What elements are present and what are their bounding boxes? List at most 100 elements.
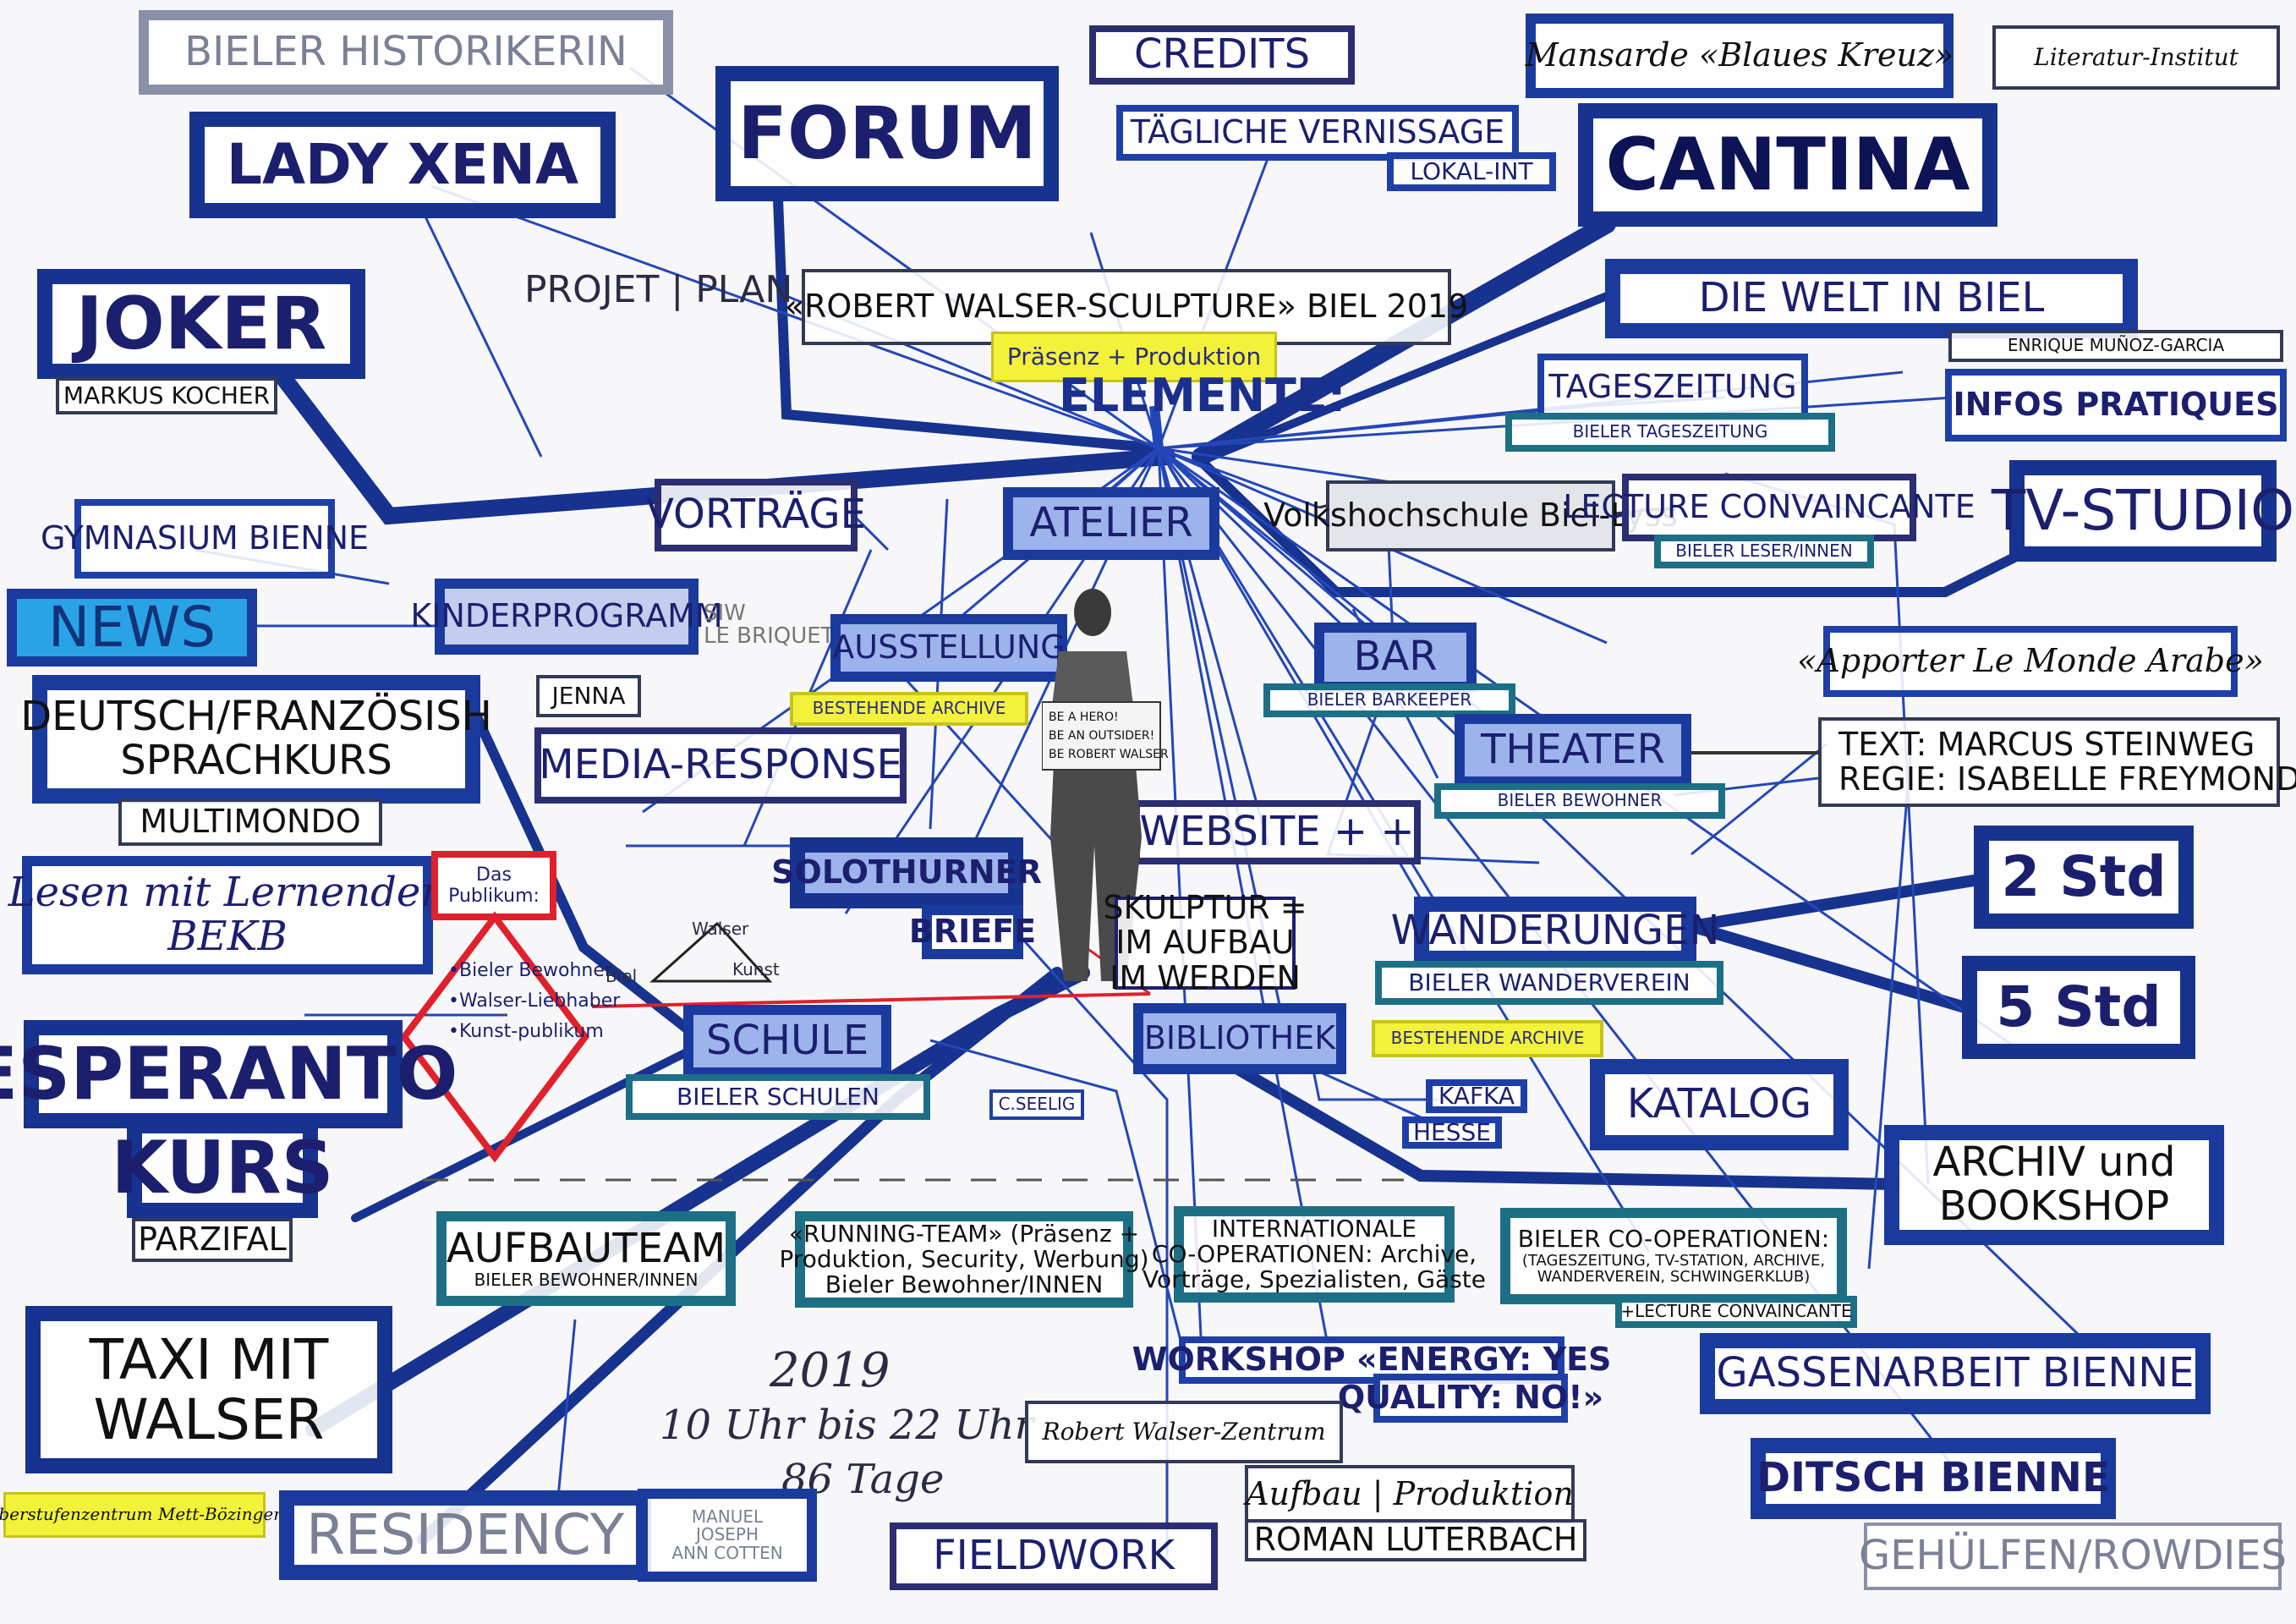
label-triangle-biel: Biel: [606, 968, 637, 985]
node-label: THEATER: [1481, 726, 1665, 774]
label-triangle-walser: Walser: [692, 920, 748, 938]
node-label: AUFBAUTEAM: [446, 1225, 726, 1273]
node-lecture-convaincante-2: +LECTURE CONVAINCANTE: [1615, 1296, 1857, 1328]
label-year: 2019: [770, 1343, 890, 1398]
node-cantina: CANTINA: [1578, 103, 1997, 227]
node-solothurner: SOLOTHURNER: [771, 837, 1042, 908]
node-label: TAXI MIT: [89, 1326, 329, 1392]
node-label: «RUNNING-TEAM» (Präsenz +: [788, 1219, 1140, 1248]
node-label: WANDERVEREIN, SCHWINGERKLUB): [1537, 1268, 1811, 1287]
node-label: MULTIMONDO: [140, 803, 361, 841]
label-text: 10 Uhr bis 22 Uhr: [660, 1402, 1034, 1449]
node-quality: QUALITY: NO!»: [1338, 1374, 1603, 1423]
node-theater: THEATER: [1455, 714, 1691, 787]
node-label: KAFKA: [1438, 1081, 1515, 1110]
node-label: LECTURE CONVAINCANTE: [1563, 488, 1975, 526]
node-wanderungen: WANDERUNGEN: [1391, 897, 1719, 966]
node-label: RESIDENCY: [305, 1502, 625, 1568]
label-text: PROJET | PLAN: [524, 268, 793, 311]
node-bieler-schulen: BIELER SCHULEN: [626, 1074, 930, 1120]
node-label: BIELER TAGESZEITUNG: [1572, 421, 1768, 442]
node-label: BEKB: [167, 913, 288, 960]
node-news: NEWS: [7, 589, 257, 667]
node-label: WEBSITE + +: [1139, 808, 1415, 856]
node-tageszeitung: TAGESZEITUNG: [1537, 354, 1808, 421]
node-label: BIELER WANDERVEREIN: [1408, 968, 1690, 996]
node-jenna: JENNA: [536, 675, 641, 717]
node-label: LOKAL-INT: [1410, 156, 1533, 185]
node-label: GASSENARBEIT BIENNE: [1716, 1349, 2195, 1397]
node-label: Vorträge, Spezialisten, Gäste: [1142, 1265, 1487, 1294]
node-label: TEXT: MARCUS STEINWEG: [1838, 725, 2255, 763]
node-label: INFOS PRATIQUES: [1953, 386, 2279, 424]
node-atelier: ATELIER: [1003, 487, 1219, 560]
node-bieler-barkeeper: BIELER BARKEEPER: [1263, 683, 1515, 717]
node-label: JENNA: [551, 681, 626, 710]
node-literatur-institut: Literatur-Institut: [1992, 25, 2280, 90]
node-label: BOOKSHOP: [1938, 1182, 2170, 1230]
node-label: 2 Std: [2001, 844, 2167, 910]
node-running-team: «RUNNING-TEAM» (Präsenz +Produktion, Sec…: [779, 1211, 1149, 1308]
node-label: BRIEFE: [908, 913, 1037, 951]
node-bar: BAR: [1314, 623, 1477, 692]
node-5-std: 5 Std: [1962, 956, 2195, 1059]
node-label: TAGESZEITUNG: [1548, 368, 1797, 406]
node-label: 5 Std: [1996, 974, 2162, 1040]
node-label: MANUEL: [691, 1506, 764, 1527]
node-label: C.SEELIG: [998, 1094, 1076, 1115]
node-label: FORUM: [737, 91, 1037, 176]
node-label: BIELER BARKEEPER: [1307, 689, 1472, 710]
node-label: ATELIER: [1029, 499, 1193, 547]
label-text: 2019: [770, 1343, 890, 1398]
publikum-item: •Walser-Liebhaber: [448, 990, 621, 1012]
node-label: DEUTSCH/FRANZÖSISH: [20, 693, 492, 741]
publikum-item: •Bieler Bewohner: [448, 960, 612, 981]
node-label: JOSEPH: [695, 1524, 759, 1545]
node-joker: JOKER: [37, 269, 365, 379]
node-volkshochschule: Volkshochschule Biel-Lyss: [1263, 480, 1678, 551]
node-kinderprogramm: KINDERPROGRAMM: [410, 579, 723, 655]
node-label: WALSER: [93, 1387, 325, 1452]
node-tv-studio: TV-STUDIO: [1992, 460, 2294, 562]
node-label: TÄGLICHE VERNISSAGE: [1130, 113, 1505, 151]
node-gassenarbeit: GASSENARBEIT BIENNE: [1700, 1333, 2211, 1414]
node-label: ROMAN LUTERBACH: [1253, 1521, 1578, 1559]
node-lady-xena: LADY XENA: [189, 112, 616, 218]
label-projet-plan: PROJET | PLAN: [524, 268, 793, 311]
connector-wanderungen-5std: [1685, 920, 1968, 1012]
node-kurs: KURS: [111, 1118, 334, 1218]
node-label: Aufbau | Produktion: [1246, 1475, 1574, 1513]
node-lokal-int: LOKAL-INT: [1387, 152, 1556, 191]
node-label: ESPERANTO: [0, 1031, 458, 1116]
node-media-response: MEDIA-RESPONSE: [534, 727, 907, 804]
node-label: KATALOG: [1626, 1080, 1812, 1128]
node-label: ARCHIV und: [1932, 1138, 2176, 1187]
node-label: GYMNASIUM BIENNE: [40, 519, 370, 557]
node-taegliche-vernissage: TÄGLICHE VERNISSAGE: [1116, 105, 1519, 161]
node-label: JOKER: [75, 281, 327, 366]
node-parzifal: PARZIFAL: [132, 1218, 293, 1262]
node-gehuelfen-rowdies: GEHÜLFEN/ROWDIES: [1859, 1522, 2287, 1590]
node-c-seelig: C.SEELIG: [989, 1089, 1084, 1120]
label-hours: 10 Uhr bis 22 Uhr: [660, 1402, 1034, 1449]
node-credits: CREDITS: [1089, 25, 1355, 85]
node-robert-walser-zentrum: Robert Walser-Zentrum: [1025, 1401, 1343, 1463]
node-mansarde: Mansarde «Blaues Kreuz»: [1526, 14, 1954, 98]
node-bieler-leser: BIELER LESER/INNEN: [1654, 535, 1874, 568]
placard-line-2: BE AN OUTSIDER!: [1049, 729, 1154, 743]
node-label: Produktion, Security, Werbung): [779, 1244, 1149, 1273]
node-label: Volkshochschule Biel-Lyss: [1263, 497, 1678, 535]
node-label: BIELER BEWOHNER/INNEN: [474, 1270, 699, 1291]
node-label: Literatur-Institut: [2034, 42, 2238, 71]
node-label: Oberstufenzentrum Mett-Bözingen: [0, 1504, 285, 1525]
node-label: REGIE: ISABELLE FREYMOND: [1838, 760, 2296, 798]
node-lecture-convaincante: LECTURE CONVAINCANTE: [1563, 474, 1975, 541]
label-triangle-kunst: Kunst: [732, 961, 780, 979]
node-label: IM AUFBAU: [1115, 924, 1295, 962]
node-label: CO-OPERATIONEN: Archive,: [1151, 1239, 1477, 1268]
node-ausstellung: AUSSTELLUNG: [830, 614, 1067, 682]
